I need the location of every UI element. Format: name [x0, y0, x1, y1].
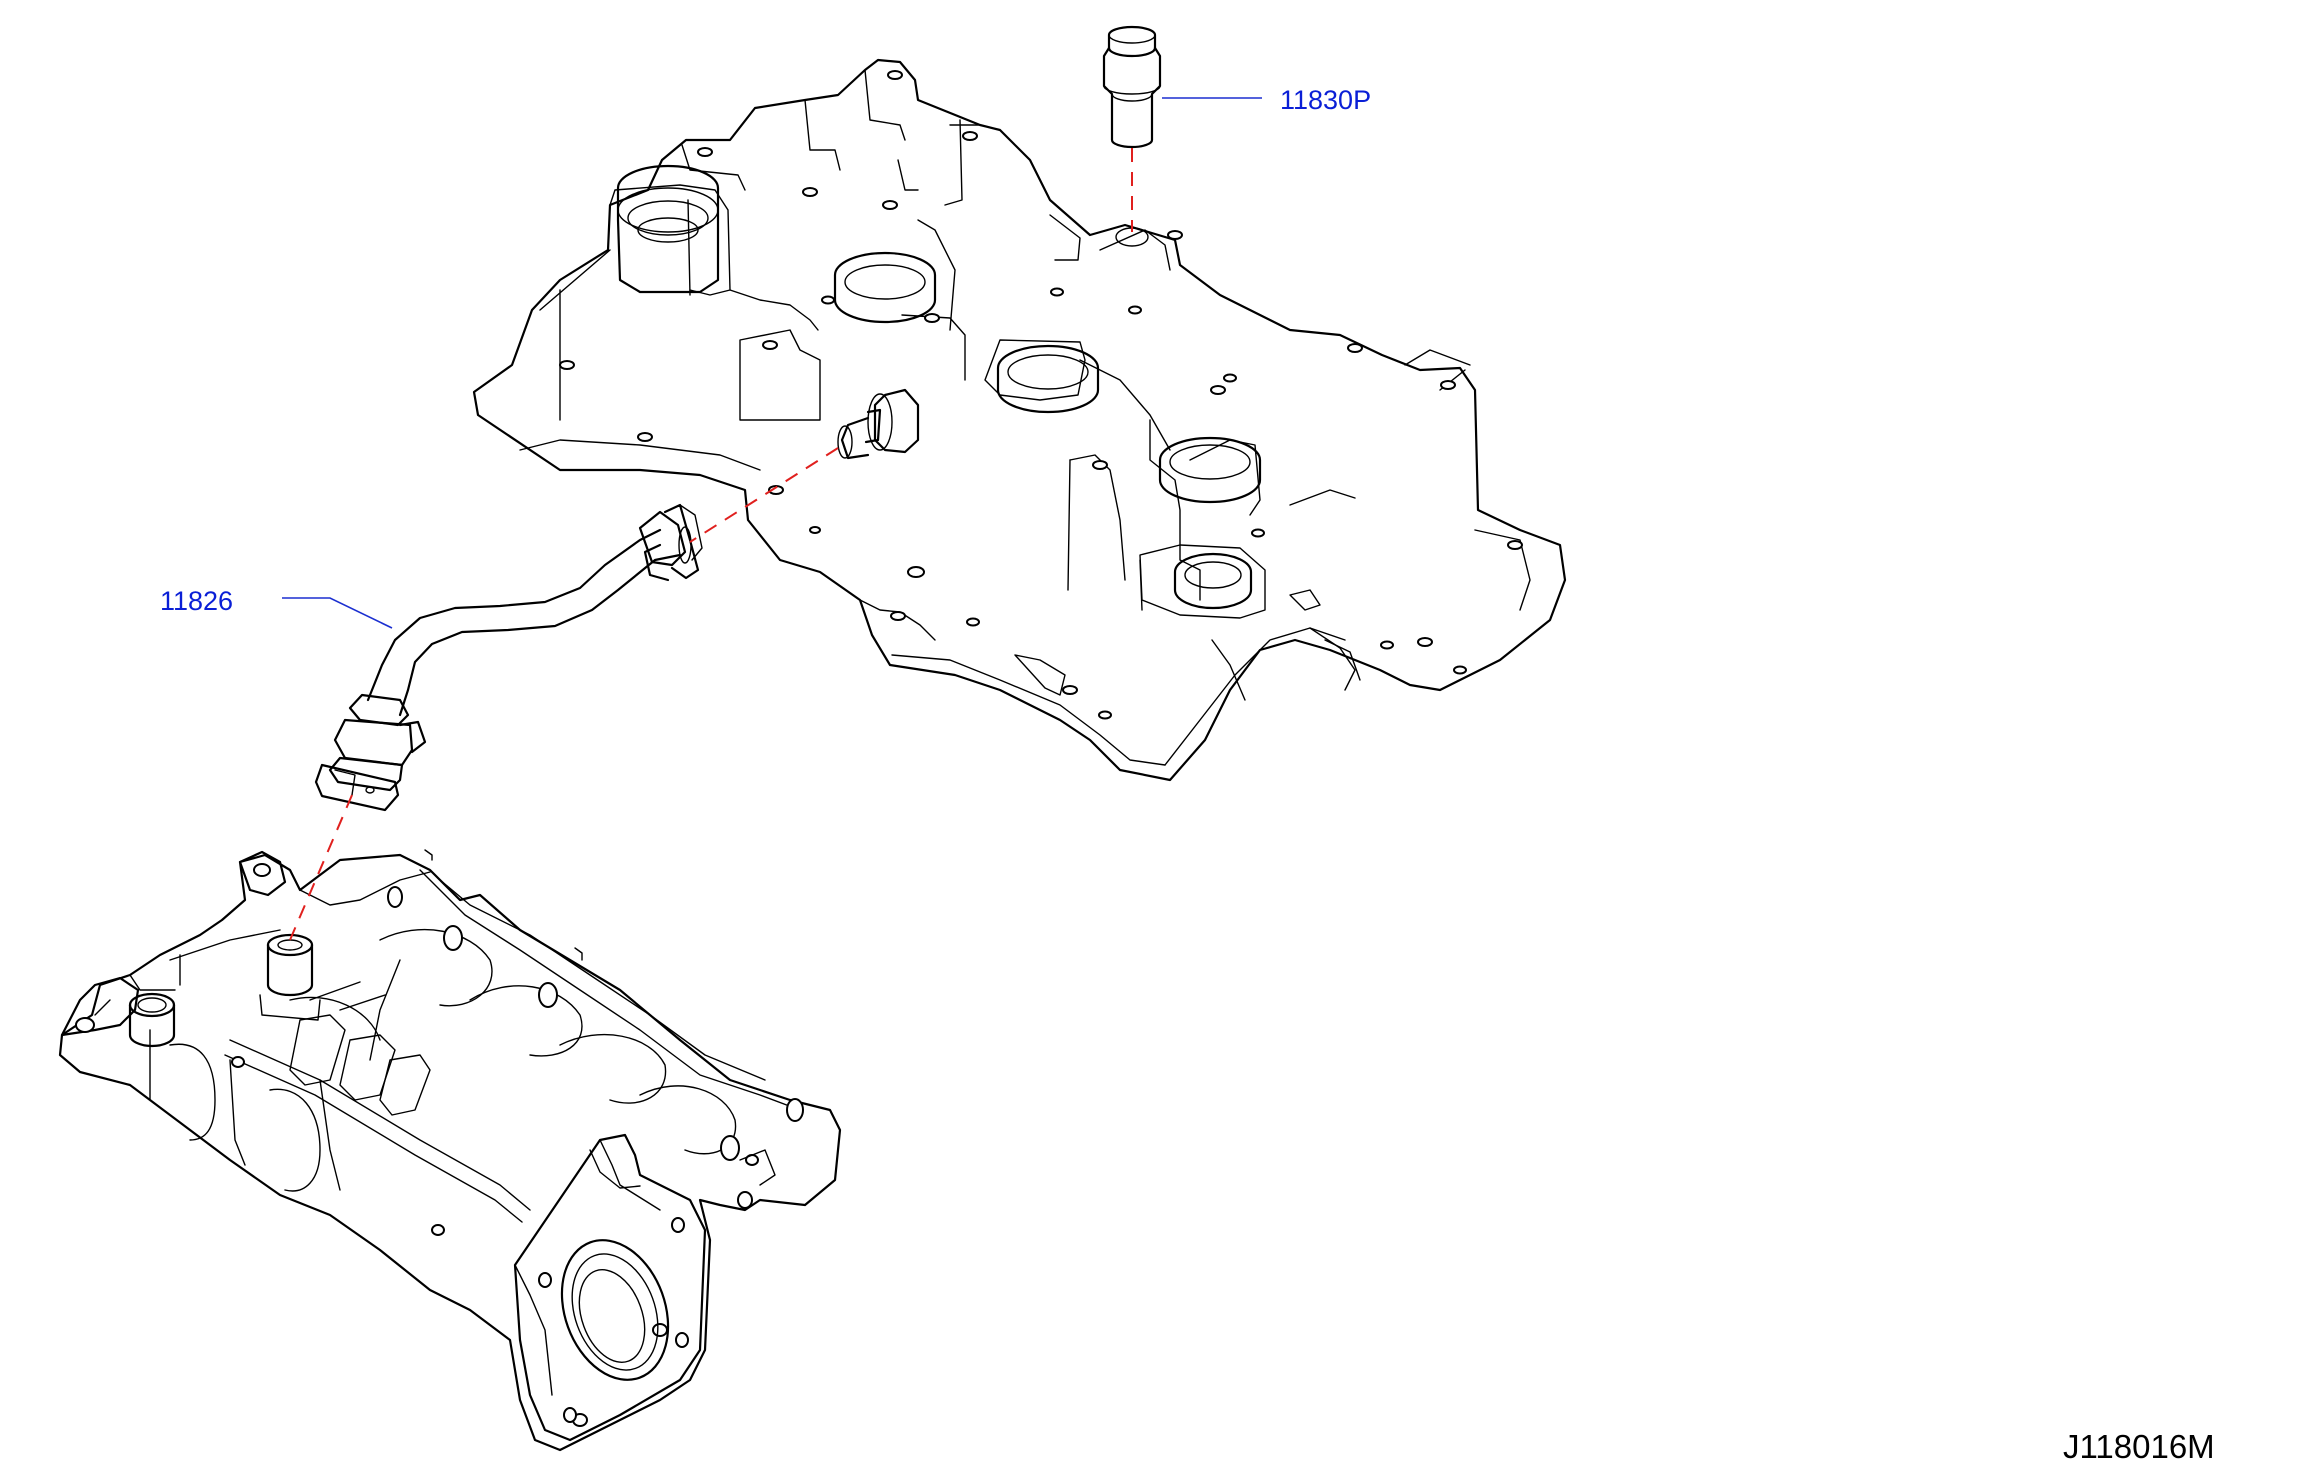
alignment-lines: [289, 148, 1133, 941]
intake-manifold: [58, 849, 842, 1452]
blowby-hose: [314, 503, 703, 812]
throttle-flange: [513, 1133, 707, 1442]
leader-11826: [282, 597, 393, 629]
hose-cover-alignment-line: [689, 447, 839, 543]
callout-11826: 11826: [160, 586, 233, 616]
bolt-holes: [559, 70, 1523, 720]
pcv-valve: [1102, 25, 1162, 149]
leader-lines: [282, 97, 1262, 629]
cover-breather-nipple: [837, 388, 920, 460]
hose-manifold-alignment-line: [289, 794, 353, 941]
rocker-cover: [472, 58, 1567, 782]
callout-11830P: 11830P: [1280, 85, 1371, 115]
diagram-code: J118016M: [2063, 1428, 2215, 1465]
